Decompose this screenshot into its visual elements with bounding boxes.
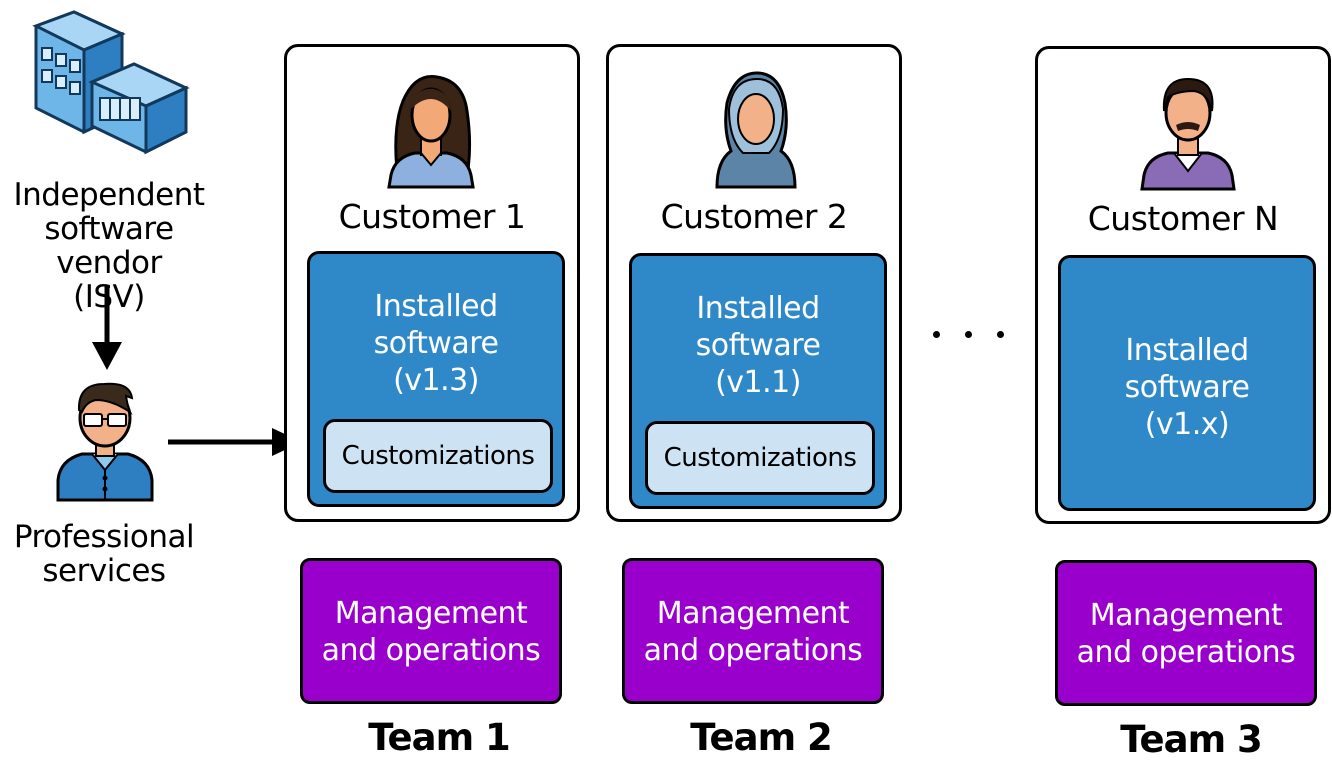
- woman-customer-icon: [387, 75, 475, 189]
- isv-label-line1: Independent: [13, 177, 206, 213]
- team-label-3: Team 3: [1120, 718, 1263, 761]
- mgmt-line2-1: and operations: [321, 633, 541, 668]
- software-line2-2: software: [695, 328, 821, 363]
- customizations-box-2: Customizations: [645, 421, 875, 495]
- hijab-customer-icon: [715, 71, 797, 189]
- software-version-n: (v1.x): [1144, 407, 1230, 442]
- software-text-1: Installed software (v1.3): [310, 288, 562, 399]
- team-label-2: Team 2: [690, 716, 833, 759]
- software-version-1: (v1.3): [393, 363, 479, 398]
- building-icon: [32, 10, 190, 155]
- mgmt-line1-3: Management: [1089, 598, 1283, 633]
- ellipsis-dot-3: [997, 331, 1004, 338]
- customer-name-n: Customer N: [1087, 199, 1279, 238]
- software-text-n: Installed software (v1.x): [1061, 332, 1313, 443]
- installed-software-box-2: Installed software (v1.1) Customizations: [629, 253, 887, 509]
- isv-label: Independent software vendor (ISV): [0, 178, 218, 314]
- customizations-box-1: Customizations: [323, 419, 553, 493]
- management-box-1: Management and operations: [300, 558, 562, 704]
- mgmt-line2-3: and operations: [1076, 635, 1296, 670]
- software-version-2: (v1.1): [715, 365, 801, 400]
- pro-services-label: Professional services: [0, 520, 208, 588]
- software-line1-2: Installed: [696, 291, 820, 326]
- installed-software-box-1: Installed software (v1.3) Customizations: [307, 251, 565, 507]
- ellipsis-dot-1: [933, 331, 940, 338]
- software-line2-1: software: [373, 326, 499, 361]
- down-arrow-icon: [92, 286, 122, 370]
- mgmt-line1-1: Management: [334, 596, 528, 631]
- team-label-1: Team 1: [368, 716, 511, 759]
- software-line2-n: software: [1124, 370, 1250, 405]
- management-box-3: Management and operations: [1055, 560, 1317, 706]
- installed-software-box-n: Installed software (v1.x): [1058, 255, 1316, 511]
- customer-name-1: Customer 1: [338, 197, 526, 236]
- customer-card-1: Customer 1 Installed software (v1.3) Cus…: [284, 44, 580, 522]
- customer-name-2: Customer 2: [660, 197, 848, 236]
- management-box-2: Management and operations: [622, 558, 884, 704]
- pro-services-label-line2: services: [42, 553, 166, 589]
- software-line1-1: Installed: [374, 289, 498, 324]
- man-customer-icon: [1140, 77, 1236, 191]
- customer-card-n: Customer N Installed software (v1.x): [1035, 46, 1331, 524]
- mgmt-line1-2: Management: [656, 596, 850, 631]
- isv-label-line2: software vendor: [44, 211, 174, 281]
- ellipsis-dot-2: [965, 331, 972, 338]
- customer-card-2: Customer 2 Installed software (v1.1) Cus…: [606, 44, 902, 522]
- pro-services-label-line1: Professional: [13, 519, 195, 555]
- software-text-2: Installed software (v1.1): [632, 290, 884, 401]
- software-line1-n: Installed: [1125, 333, 1249, 368]
- consultant-icon: [56, 382, 154, 502]
- mgmt-line2-2: and operations: [643, 633, 863, 668]
